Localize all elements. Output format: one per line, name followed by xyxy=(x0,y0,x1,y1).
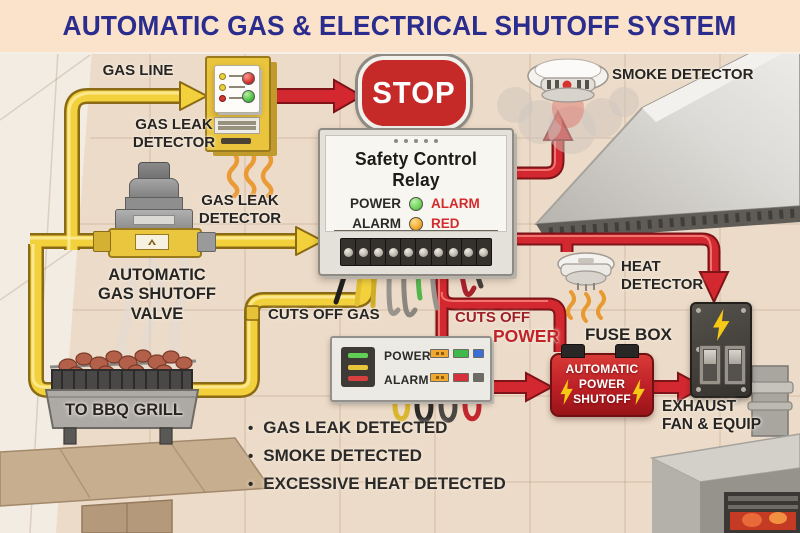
breaker-switch xyxy=(724,345,746,385)
relay-alarm-row: ALARM RED xyxy=(326,216,506,231)
kitchen-equipment xyxy=(649,302,800,533)
relay-power-status: ALARM xyxy=(431,196,480,211)
exhaust-fan-label: EXHAUST FAN & EQUIP xyxy=(662,398,762,434)
alarm-led-icon xyxy=(409,216,423,231)
gas-shutoff-valve-label: AUTOMATIC GAS SHUTOFF VALVE xyxy=(98,266,216,323)
power-shutoff-line1: AUTOMATIC xyxy=(565,362,639,376)
to-bbq-grill-label: TO BBQ GRILL xyxy=(65,401,183,419)
alarm-condition-item: GAS LEAK DETECTED xyxy=(248,414,506,442)
alarm-condition-item: SMOKE DETECTED xyxy=(248,442,506,470)
power-led-icon xyxy=(409,196,423,211)
relay-divider xyxy=(334,230,498,231)
heat-waves xyxy=(566,290,606,323)
panel-led-window xyxy=(341,347,375,387)
power-shutoff-line2: POWER xyxy=(578,377,626,391)
cuts-off-power-label-2: POWER xyxy=(493,326,560,346)
automatic-power-shutoff: AUTOMATIC POWER SHUTOFF xyxy=(550,344,654,417)
relay-alarm-status: RED xyxy=(431,216,460,231)
gas-detector-grille xyxy=(214,117,260,134)
alarm-control-panel: POWER ALARM xyxy=(330,336,492,402)
gas-leak-detector-device xyxy=(205,56,271,152)
relay-title: Safety Control Relay xyxy=(354,149,478,190)
bbq-grill xyxy=(44,349,200,445)
alarm-condition-item: EXCESSIVE HEAT DETECTED xyxy=(248,470,505,498)
gas-leak-detector-sensor-label: GAS LEAK DETECTOR xyxy=(198,192,282,227)
shutoff-terminal-left xyxy=(561,344,585,358)
panel-power-label: POWER xyxy=(384,349,431,363)
relay-power-label: POWER xyxy=(349,196,401,211)
cuts-off-gas-label: CUTS OFF GAS xyxy=(268,306,380,323)
power-indicator-chips xyxy=(430,349,484,358)
fuse-box-device xyxy=(690,302,752,398)
smoke-detector-device xyxy=(497,58,639,154)
breaker-switch xyxy=(699,345,721,385)
red-wires xyxy=(271,78,730,403)
counter xyxy=(0,437,272,533)
green-indicator-light xyxy=(242,90,255,103)
automatic-gas-shutoff-valve-device xyxy=(93,158,216,258)
heat-detector-label: HEAT DETECTOR xyxy=(621,258,704,293)
panel-alarm-label: ALARM xyxy=(384,373,429,387)
alarm-conditions-list: GAS LEAK DETECTED SMOKE DETECTED EXCESSI… xyxy=(248,414,506,498)
safety-control-relay: Safety Control Relay POWER ALARM ALARM R… xyxy=(318,128,514,276)
relay-face: Safety Control Relay POWER ALARM ALARM R… xyxy=(325,135,507,232)
power-shutoff-line3: SHUTOFF xyxy=(573,392,631,406)
smoke-detector-label: SMOKE DETECTOR xyxy=(612,66,754,83)
heat-detector-device xyxy=(557,252,615,291)
gas-waves xyxy=(226,147,274,199)
gas-line-label: GAS LINE xyxy=(102,62,174,79)
shutoff-terminal-right xyxy=(615,344,639,358)
green-led-bar xyxy=(348,353,368,359)
cuts-off-power-label-1: CUTS OFF xyxy=(455,309,530,326)
page-title: AUTOMATIC GAS & ELECTRICAL SHUTOFF SYSTE… xyxy=(62,10,738,41)
red-led-bar xyxy=(348,375,368,381)
stop-sign-text: STOP xyxy=(372,75,456,110)
gas-leak-detector-label: GAS LEAK DETECTOR xyxy=(132,116,216,151)
fuse-box-label: FUSE BOX xyxy=(585,325,672,344)
title-band: AUTOMATIC GAS & ELECTRICAL SHUTOFF SYSTE… xyxy=(0,0,800,54)
gas-detector-display xyxy=(214,65,260,113)
alarm-indicator-chips xyxy=(430,373,484,382)
red-indicator-light xyxy=(242,72,255,85)
relay-alarm-label: ALARM xyxy=(352,216,401,231)
gas-detector-vent xyxy=(221,138,251,144)
relay-power-row: POWER ALARM xyxy=(326,196,506,211)
relay-terminal-strip xyxy=(340,238,492,266)
stop-sign: STOP xyxy=(358,56,470,130)
lightning-bolt-icon xyxy=(713,309,730,341)
relay-vents xyxy=(326,139,506,143)
yellow-led-bar xyxy=(348,364,368,370)
